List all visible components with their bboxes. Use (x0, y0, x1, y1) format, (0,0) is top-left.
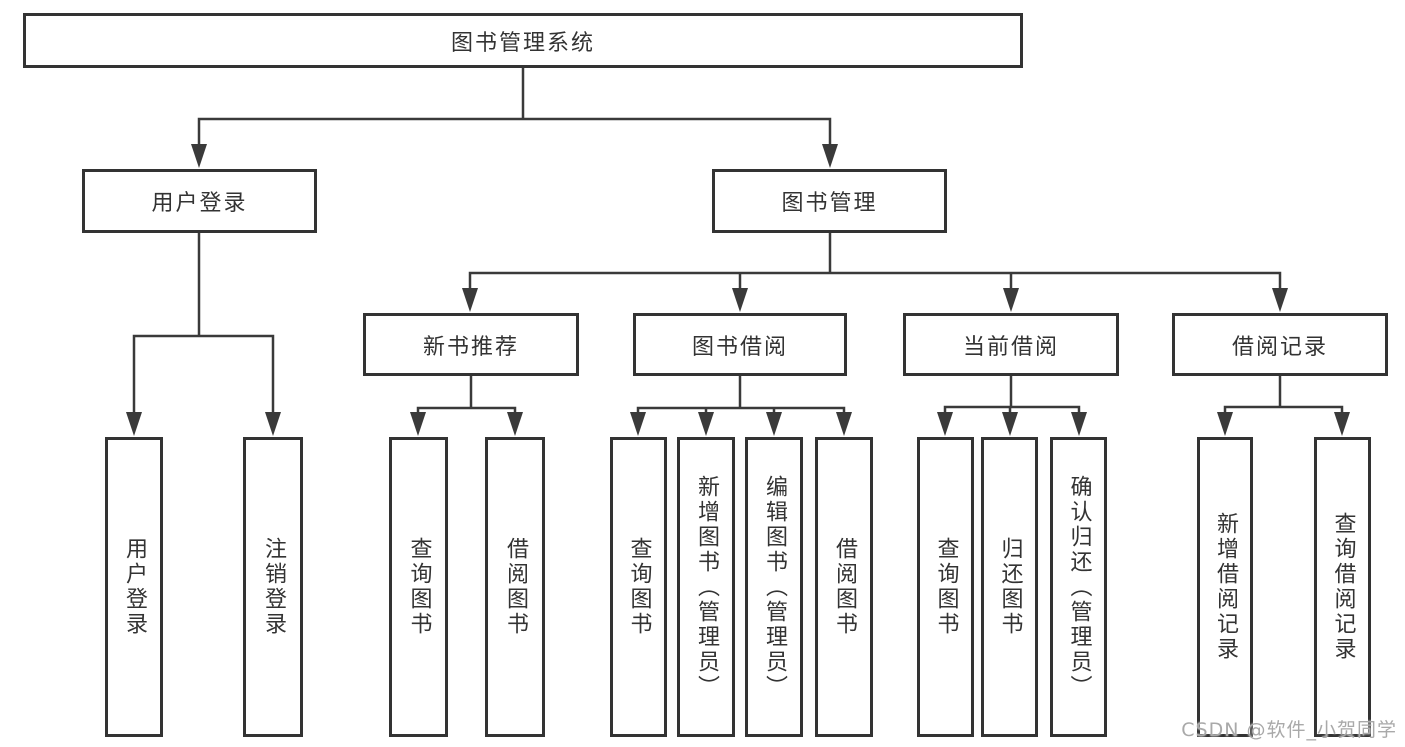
node-book-management: 图书管理 (712, 169, 947, 233)
leaf-borrowing-edit-books-admin: 编辑图书（管理员） (745, 437, 803, 737)
leaf-logout: 注销登录 (243, 437, 303, 737)
node-new-book-recommend: 新书推荐 (363, 313, 579, 376)
leaf-recommend-borrow-books: 借阅图书 (485, 437, 545, 737)
leaf-current-query-books: 查询图书 (917, 437, 974, 737)
leaf-records-query-record: 查询借阅记录 (1314, 437, 1371, 737)
node-current-borrowing: 当前借阅 (903, 313, 1119, 376)
leaf-current-return-books: 归还图书 (981, 437, 1038, 737)
leaf-borrowing-add-books-admin: 新增图书（管理员） (677, 437, 735, 737)
leaf-user-login: 用户登录 (105, 437, 163, 737)
leaf-recommend-query-books: 查询图书 (389, 437, 448, 737)
node-book-borrowing: 图书借阅 (633, 313, 847, 376)
watermark: CSDN @软件_小贺同学 (1181, 719, 1397, 741)
leaf-records-add-record: 新增借阅记录 (1197, 437, 1253, 737)
node-user-login: 用户登录 (82, 169, 317, 233)
leaf-borrowing-query-books: 查询图书 (610, 437, 667, 737)
node-library-system: 图书管理系统 (23, 13, 1023, 68)
node-borrow-records: 借阅记录 (1172, 313, 1388, 376)
leaf-current-confirm-return-admin: 确认归还（管理员） (1050, 437, 1107, 737)
leaf-borrowing-borrow-books: 借阅图书 (815, 437, 873, 737)
